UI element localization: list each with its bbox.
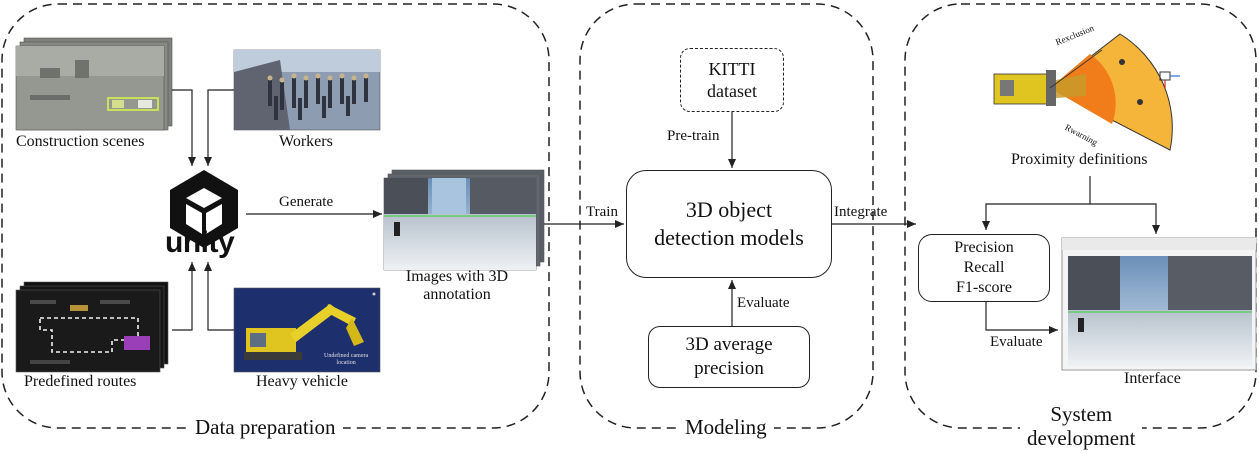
predefined-routes-label: Predefined routes [24, 373, 137, 390]
images-annotation-line2: annotation [423, 286, 491, 303]
integrate-label: Integrate [834, 204, 888, 220]
metrics-line2: Recall [963, 259, 1005, 276]
kitti-dataset-box: KITTI dataset [680, 48, 784, 112]
metrics-line1: Precision [954, 239, 1014, 256]
ap-line1: 3D average [685, 334, 773, 355]
arrow-evaluate-system [985, 302, 1058, 334]
construction-scenes-label: Construction scenes [16, 133, 145, 150]
evaluate-modeling-label: Evaluate [737, 295, 790, 311]
predefined-routes-image [15, 281, 169, 373]
kitti-line1: KITTI [708, 59, 756, 79]
proximity-definitions-image [993, 33, 1180, 151]
workers-image [233, 49, 381, 131]
arrow-routes-to-unity [172, 262, 196, 331]
system-title-line2: development [1027, 426, 1136, 450]
modeling-title: Modeling [678, 415, 774, 440]
unity-logo-text: unity [165, 226, 235, 259]
models-line1: 3D object [685, 197, 773, 222]
average-precision-box: 3D average precision [648, 326, 810, 388]
heavy-vehicle-image [233, 287, 381, 373]
data-preparation-title: Data preparation [188, 415, 343, 440]
annotated-images-stack [383, 169, 545, 271]
images-annotation-line1: Images with 3D [405, 268, 509, 285]
arrow-vehicle-to-unity [204, 262, 234, 331]
arrow-scenes-to-unity [172, 89, 196, 166]
system-development-title: System development [1020, 402, 1143, 450]
train-label: Train [586, 204, 618, 220]
vehicle-camera-caption: Undefined camera location [324, 353, 368, 367]
pretrain-label: Pre-train [667, 128, 720, 144]
arrow-workers-to-unity [204, 89, 234, 166]
arrow-proximity-split [982, 176, 1091, 230]
kitti-line2: dataset [707, 81, 757, 101]
system-title-line1: System [1050, 402, 1113, 426]
generate-label: Generate [279, 194, 334, 210]
ap-line2: precision [694, 358, 764, 379]
workers-label: Workers [279, 133, 333, 150]
evaluate-system-label: Evaluate [990, 334, 1043, 350]
interface-label: Interface [1124, 370, 1181, 387]
modeling-frame [579, 3, 874, 429]
images-annotation-label: Images with 3D annotation [392, 268, 522, 304]
vehicle-caption-line2: location [336, 360, 356, 366]
metrics-line3: F1-score [956, 279, 1012, 296]
proximity-definitions-label: Proximity definitions [1011, 151, 1148, 168]
unity-logo-icon [170, 170, 238, 248]
heavy-vehicle-label: Heavy vehicle [256, 373, 348, 390]
arrow-proximity-to-interface [1090, 203, 1160, 234]
metrics-box: Precision Recall F1-score [918, 234, 1050, 302]
models-line2: detection models [654, 225, 804, 250]
interface-image [1061, 237, 1257, 371]
detection-models-box: 3D object detection models [626, 170, 832, 278]
construction-scenes-image [15, 37, 173, 131]
vehicle-caption-line1: Undefined camera [324, 353, 369, 359]
